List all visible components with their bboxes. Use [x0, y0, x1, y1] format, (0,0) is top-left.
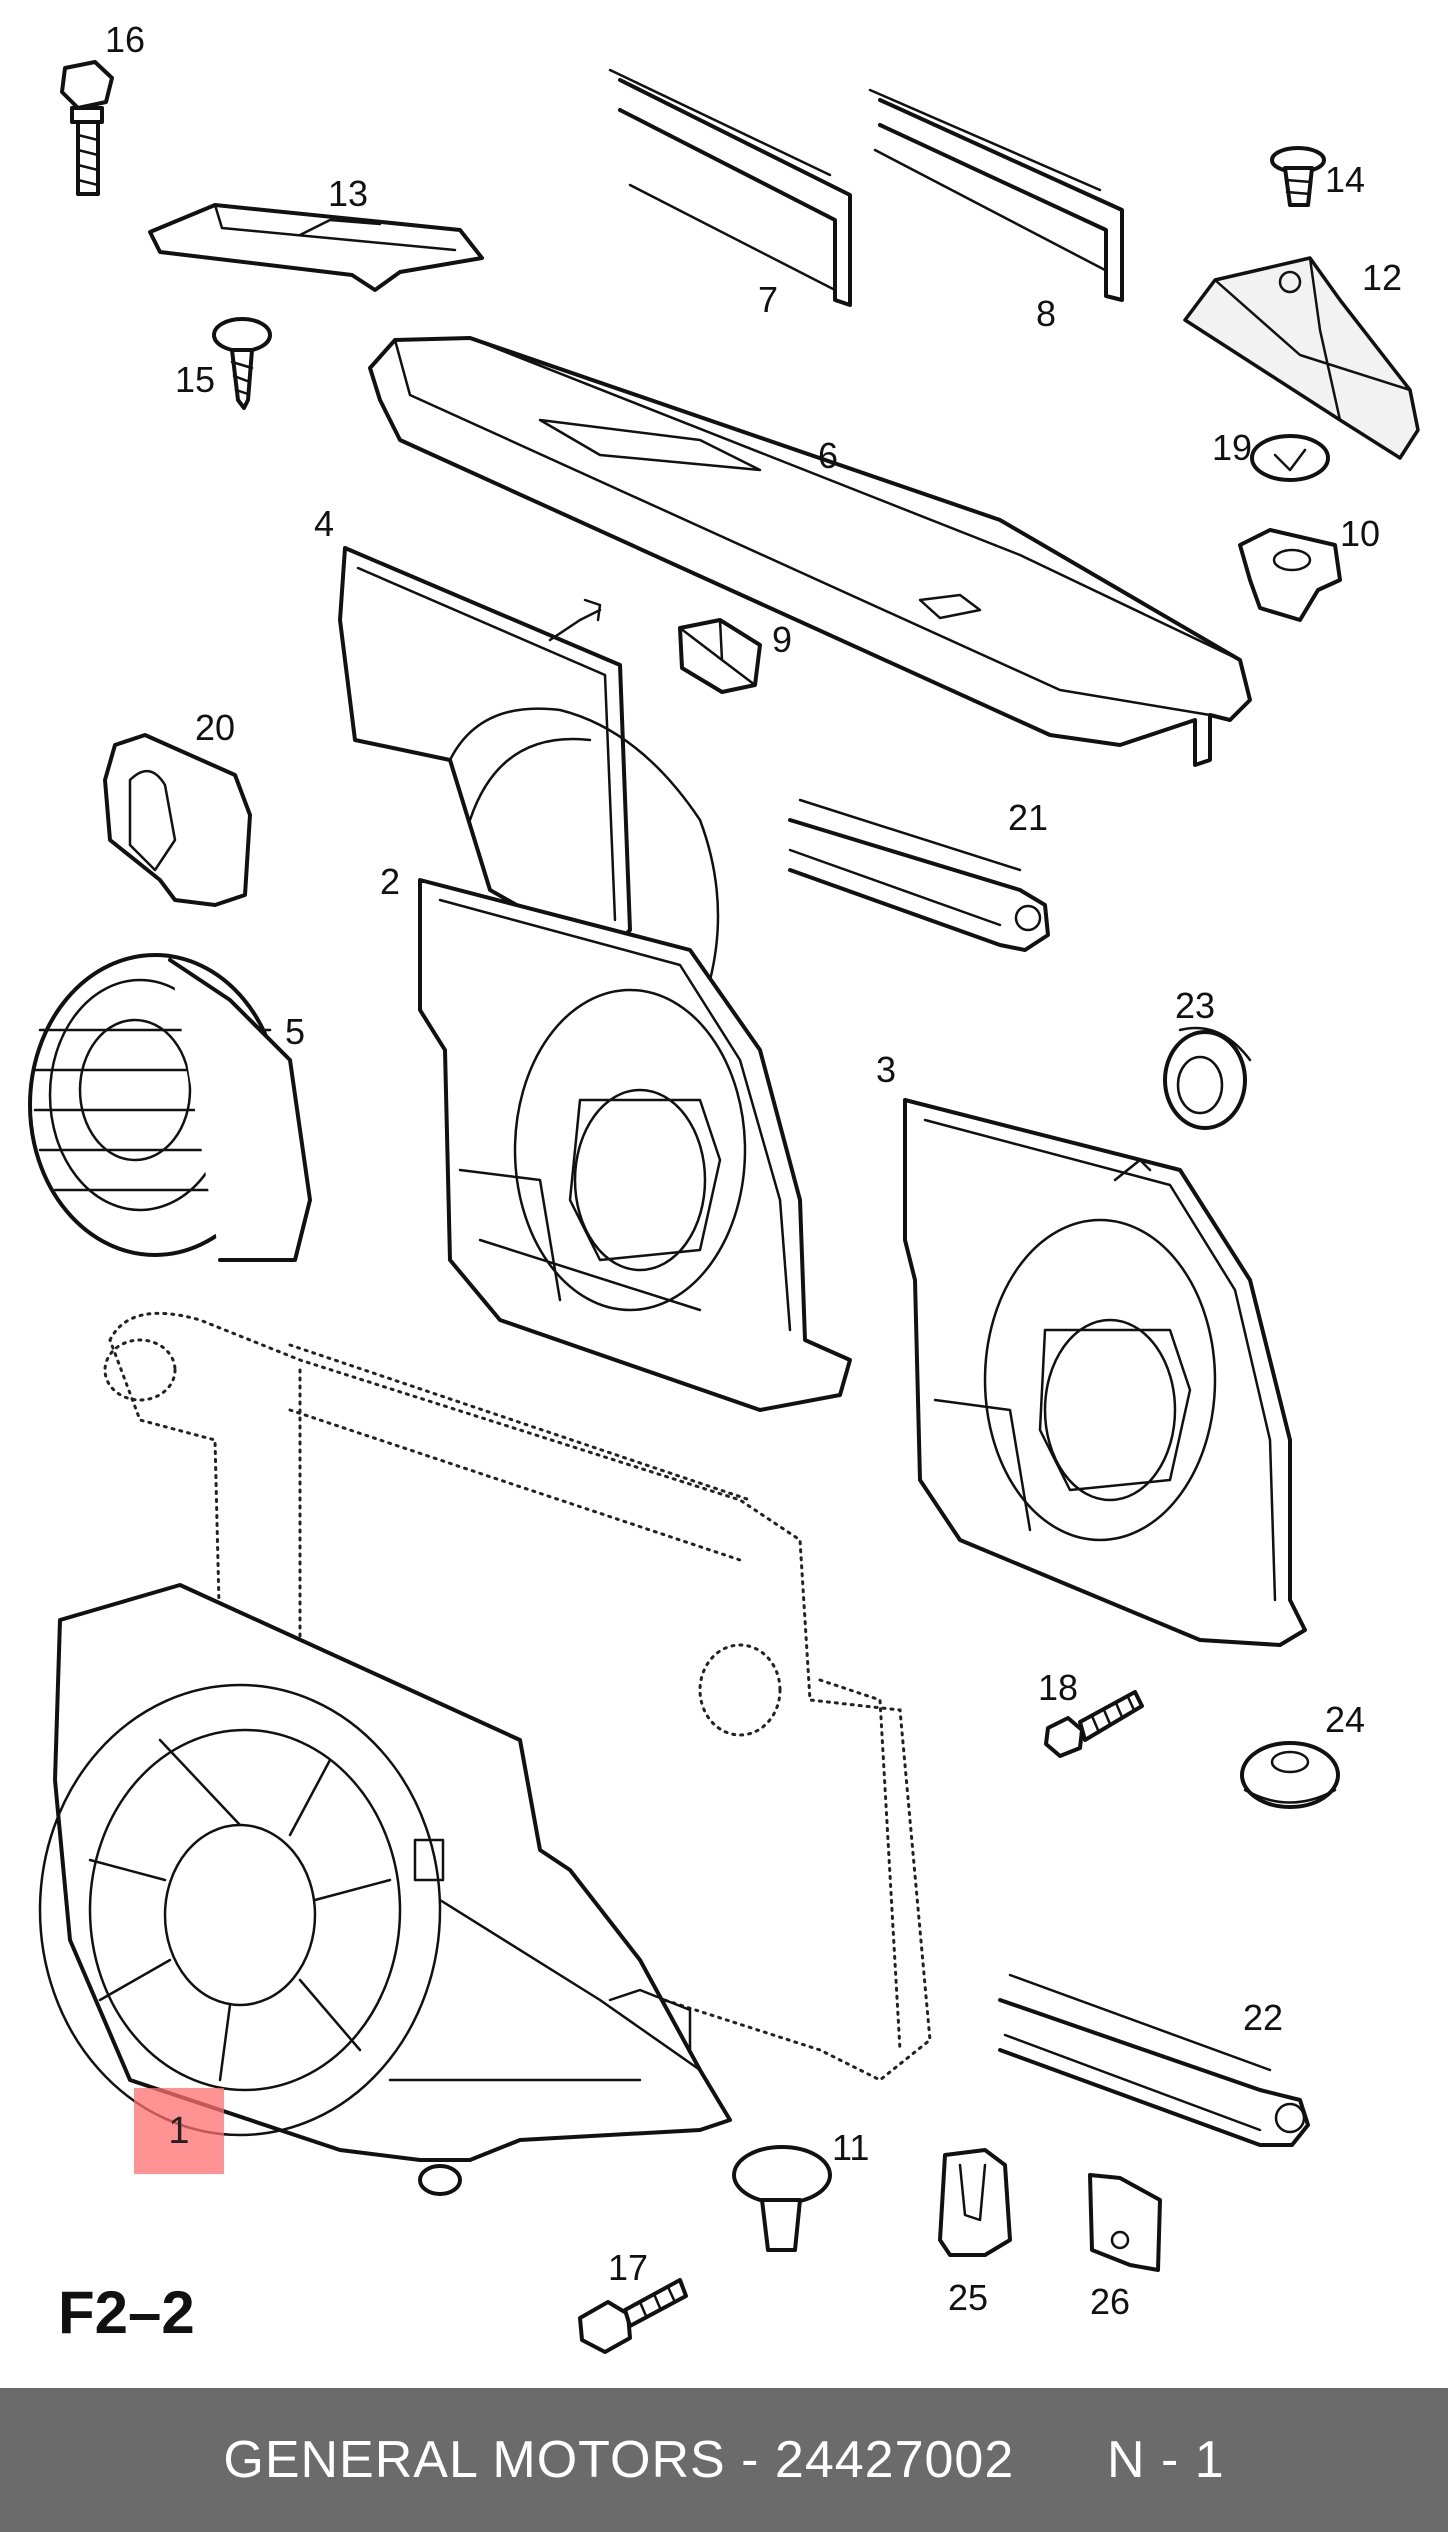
- callout-2: 2: [380, 861, 400, 902]
- part-4-shroud-seal: [338, 546, 720, 982]
- callout-16: 16: [105, 19, 145, 60]
- callout-23: 23: [1175, 985, 1215, 1026]
- parts-diagram: 16 13 15 7 8 14 12 6 19 10 4 9 20 21 2 5…: [28, 19, 1420, 2354]
- callout-26: 26: [1090, 2281, 1130, 2322]
- callout-17: 17: [608, 2247, 648, 2288]
- part-8-strip: [868, 88, 1124, 302]
- part-1-fan-module: [38, 1583, 732, 2196]
- part-5-fan-guard: [28, 953, 312, 1262]
- part-10-clip: [1238, 528, 1342, 622]
- callout-8: 8: [1036, 293, 1056, 334]
- part-19-clip: [1250, 434, 1330, 482]
- part-17-bolt: [578, 2278, 688, 2354]
- callout-19: 19: [1212, 427, 1252, 468]
- callout-21: 21: [1008, 797, 1048, 838]
- callout-7: 7: [758, 279, 778, 320]
- part-11-clip: [732, 2145, 832, 2252]
- part-3-fan-shroud: [903, 1098, 1307, 1647]
- callout-6: 6: [818, 435, 838, 476]
- part-16-bolt: [60, 60, 114, 196]
- callout-5: 5: [285, 1011, 305, 1052]
- callout-24: 24: [1325, 1699, 1365, 1740]
- part-20-cap: [103, 733, 252, 907]
- part-7-strip: [608, 68, 852, 307]
- footer-bar: GENERAL MOTORS - 24427002 N - 1: [0, 2388, 1448, 2532]
- callout-labels: 16 13 15 7 8 14 12 6 19 10 4 9 20 21 2 5…: [105, 19, 1402, 2322]
- part-25-clip: [938, 2148, 1012, 2257]
- callout-13: 13: [328, 173, 368, 214]
- callout-3: 3: [876, 1049, 896, 1090]
- callout-10: 10: [1340, 513, 1380, 554]
- callout-22: 22: [1243, 1997, 1283, 2038]
- callout-11: 11: [832, 2127, 869, 2168]
- part-21-strip: [788, 798, 1050, 952]
- part-26-clip: [1088, 2173, 1162, 2272]
- callout-9: 9: [772, 619, 792, 660]
- part-23-grommet: [1163, 1026, 1252, 1130]
- part-6-crossmember: [368, 336, 1252, 767]
- part-15-screw: [212, 317, 272, 410]
- part-18-bolt: [1044, 1690, 1144, 1758]
- part-2-fan-shroud: [418, 878, 852, 1412]
- callout-12: 12: [1362, 257, 1402, 298]
- callout-15: 15: [175, 359, 215, 400]
- part-24-grommet: [1240, 1741, 1340, 1809]
- part-9-clip: [678, 618, 762, 694]
- callout-18: 18: [1038, 1667, 1078, 1708]
- callout-14: 14: [1325, 159, 1365, 200]
- part-22-strip: [998, 1973, 1310, 2147]
- callout-1: 1: [168, 2109, 190, 2152]
- callout-4: 4: [314, 503, 334, 544]
- figure-code: F2–2: [58, 2279, 195, 2346]
- highlighted-callout-1: 1: [134, 2088, 224, 2174]
- callout-20: 20: [195, 707, 235, 748]
- part-14-clip: [1270, 146, 1326, 207]
- part-13-cover: [148, 203, 484, 292]
- callout-25: 25: [948, 2277, 988, 2318]
- footer-part-number: GENERAL MOTORS - 24427002 N - 1: [223, 2431, 1225, 2489]
- part-12-bracket: [1183, 256, 1420, 460]
